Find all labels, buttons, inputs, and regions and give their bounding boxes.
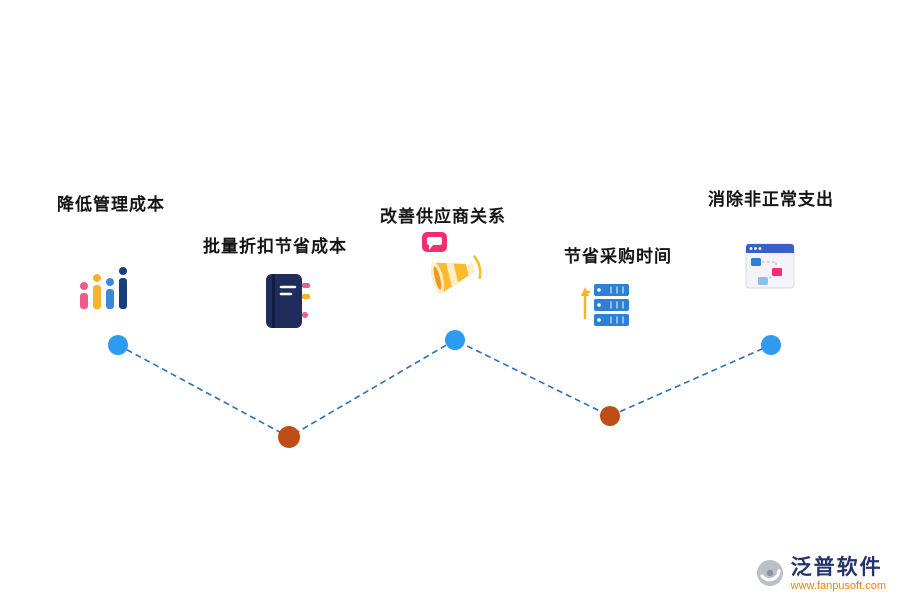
brand-name: 泛普软件 (790, 554, 883, 579)
brand-url: www.fanpusoft.com (790, 580, 886, 592)
benefit-label-3: 改善供应商关系 (380, 207, 506, 226)
benefit-label-5: 消除非正常支出 (708, 190, 834, 209)
server-icon (581, 284, 629, 326)
flowchart-window-icon (745, 243, 795, 289)
megaphone-icon (422, 232, 482, 295)
zigzag-dashed-line (117, 339, 772, 438)
node-dot-1 (108, 335, 128, 355)
benefit-label-1: 降低管理成本 (57, 195, 165, 214)
node-dot-3 (445, 330, 465, 350)
benefit-label-2: 批量折扣节省成本 (203, 237, 347, 256)
brand-logo: 泛普软件 www.fanpusoft.com (755, 554, 886, 592)
brand-logo-icon (756, 559, 783, 586)
node-dot-2 (278, 426, 300, 448)
people-bar-chart-icon (80, 267, 127, 309)
node-dot-4 (600, 406, 620, 426)
notebook-icon (266, 274, 310, 328)
benefit-label-4: 节省采购时间 (564, 247, 672, 266)
node-dot-5 (761, 335, 781, 355)
